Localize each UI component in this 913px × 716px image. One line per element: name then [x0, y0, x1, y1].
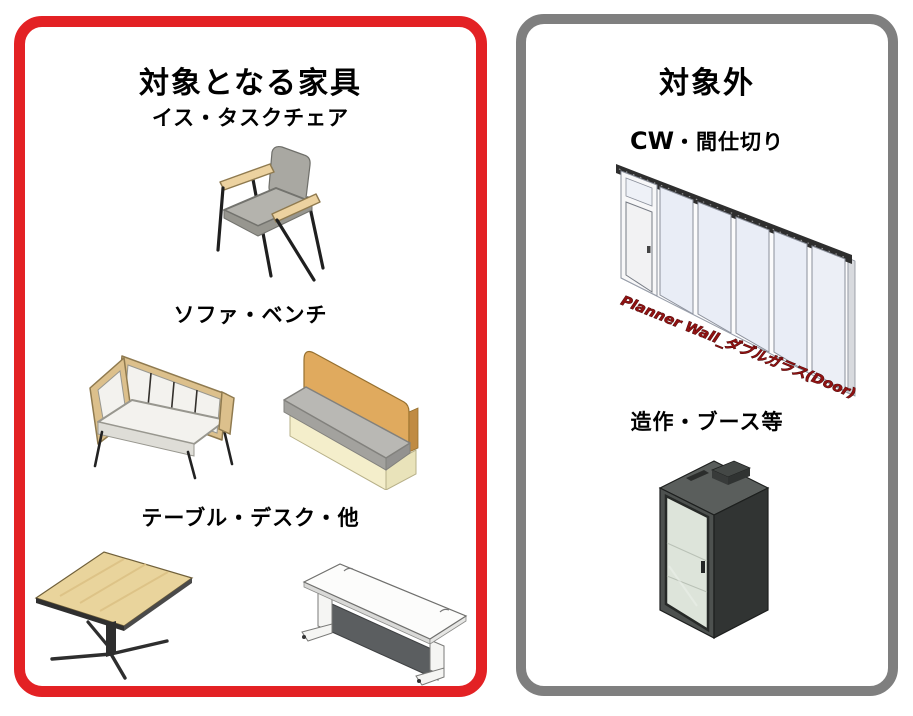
- section-label-chair: イス・タスクチェア: [151, 106, 350, 130]
- office-desk-illustration: [301, 563, 468, 686]
- table-column: [106, 621, 116, 657]
- booth-door-handle: [701, 561, 705, 573]
- task-chair-illustration: [216, 145, 325, 282]
- chair-armrest-right: [271, 193, 321, 223]
- partition-door: [625, 201, 653, 293]
- excluded-panel-title: 対象外: [659, 65, 755, 101]
- partition-glass-panels: [659, 186, 846, 392]
- section-label-sofa: ソファ・ベンチ: [173, 303, 328, 327]
- desk-top: [302, 563, 468, 640]
- bench-seat: [283, 386, 411, 459]
- bench-backrest: [303, 350, 410, 453]
- chair-armrest-left: [219, 163, 275, 191]
- glass-partition-illustration: Planner Wall_ダブルガラス(Door): [616, 164, 858, 402]
- target-panel-title: 対象となる家具: [138, 65, 363, 101]
- pedestal-table-illustration: [34, 551, 194, 680]
- bench-sofa-illustration: [283, 350, 419, 490]
- phone-booth-illustration: [658, 460, 770, 639]
- section-label-booth: 造作・ブース等: [630, 410, 784, 434]
- section-label-partition: CW・間仕切り: [516, 126, 898, 156]
- section-label-table: テーブル・デスク・他: [141, 506, 360, 530]
- door-handle: [647, 246, 651, 253]
- cw-label-suffix: ・間仕切り: [674, 130, 785, 154]
- cw-label-prefix: CW: [629, 127, 675, 155]
- frame-sofa-illustration: [89, 355, 235, 480]
- booth-side: [713, 487, 769, 639]
- booth-glass-door: [664, 493, 710, 633]
- sofa-arm-right: [218, 390, 235, 436]
- table-top: [34, 551, 194, 627]
